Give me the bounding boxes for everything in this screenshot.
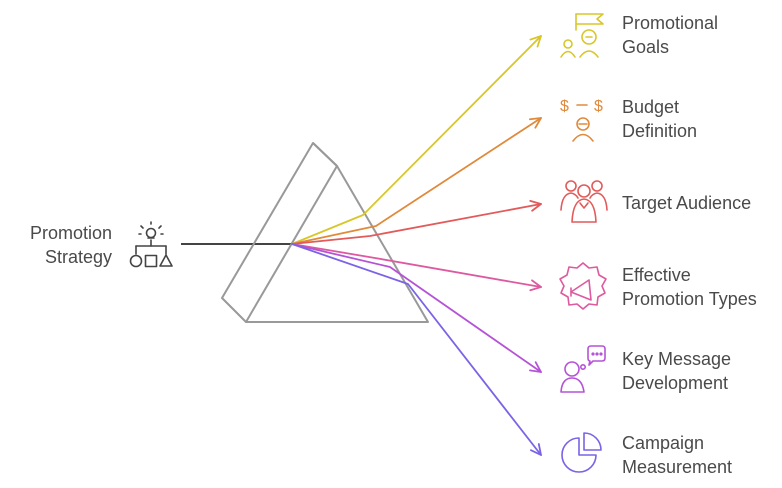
ray-key-message	[291, 243, 542, 373]
ray-target-audience	[291, 203, 542, 245]
output-rays	[291, 35, 542, 456]
arrowhead-budget-definition	[528, 117, 542, 129]
output-label-budget-definition-2: Definition	[622, 121, 698, 141]
output-label-promotional-goals-2: Goals	[622, 37, 670, 57]
person-speech-bubble-icon	[560, 345, 606, 393]
ray-budget-definition	[291, 117, 542, 245]
svg-text:$: $	[594, 98, 603, 115]
output-label-key-message-1: Key Message	[622, 349, 732, 369]
arrowhead-target-audience	[529, 200, 542, 212]
prism	[221, 142, 429, 323]
prism-top-edge	[312, 142, 338, 167]
output-label-budget-definition-1: Budget	[622, 97, 680, 117]
output-label-promotion-types-1: Effective	[622, 265, 691, 285]
output-label-key-message-2: Development	[622, 373, 729, 393]
output-label-target-audience: Target Audience	[622, 193, 752, 213]
source-label-line-1: Promotion	[29, 223, 112, 243]
megaphone-badge-icon	[559, 262, 607, 310]
svg-text:$: $	[560, 98, 569, 115]
audience-group-icon	[560, 180, 608, 223]
output-label-campaign-measurement-1: Campaign	[622, 433, 705, 453]
budget-person-icon: $ $	[560, 98, 603, 142]
lightbulb-hierarchy-icon	[129, 221, 173, 268]
output-label-promotion-types-2: Promotion Types	[622, 289, 757, 309]
arrowhead-campaign-measurement	[530, 443, 542, 456]
goal-flag-people-icon	[560, 13, 604, 58]
output-label-promotional-goals-1: Promotional	[622, 13, 719, 33]
prism-outline	[221, 142, 429, 323]
source-label-line-2: Strategy	[44, 247, 112, 267]
ray-promotion-types	[291, 243, 542, 288]
ray-campaign-measurement	[291, 243, 542, 456]
pie-chart-icon	[561, 432, 602, 473]
ray-promotional-goals	[291, 35, 542, 245]
output-label-campaign-measurement-2: Measurement	[622, 457, 733, 477]
arrowhead-promotional-goals	[529, 35, 542, 48]
arrowhead-key-message	[529, 361, 542, 373]
arrowhead-promotion-types	[529, 279, 542, 292]
